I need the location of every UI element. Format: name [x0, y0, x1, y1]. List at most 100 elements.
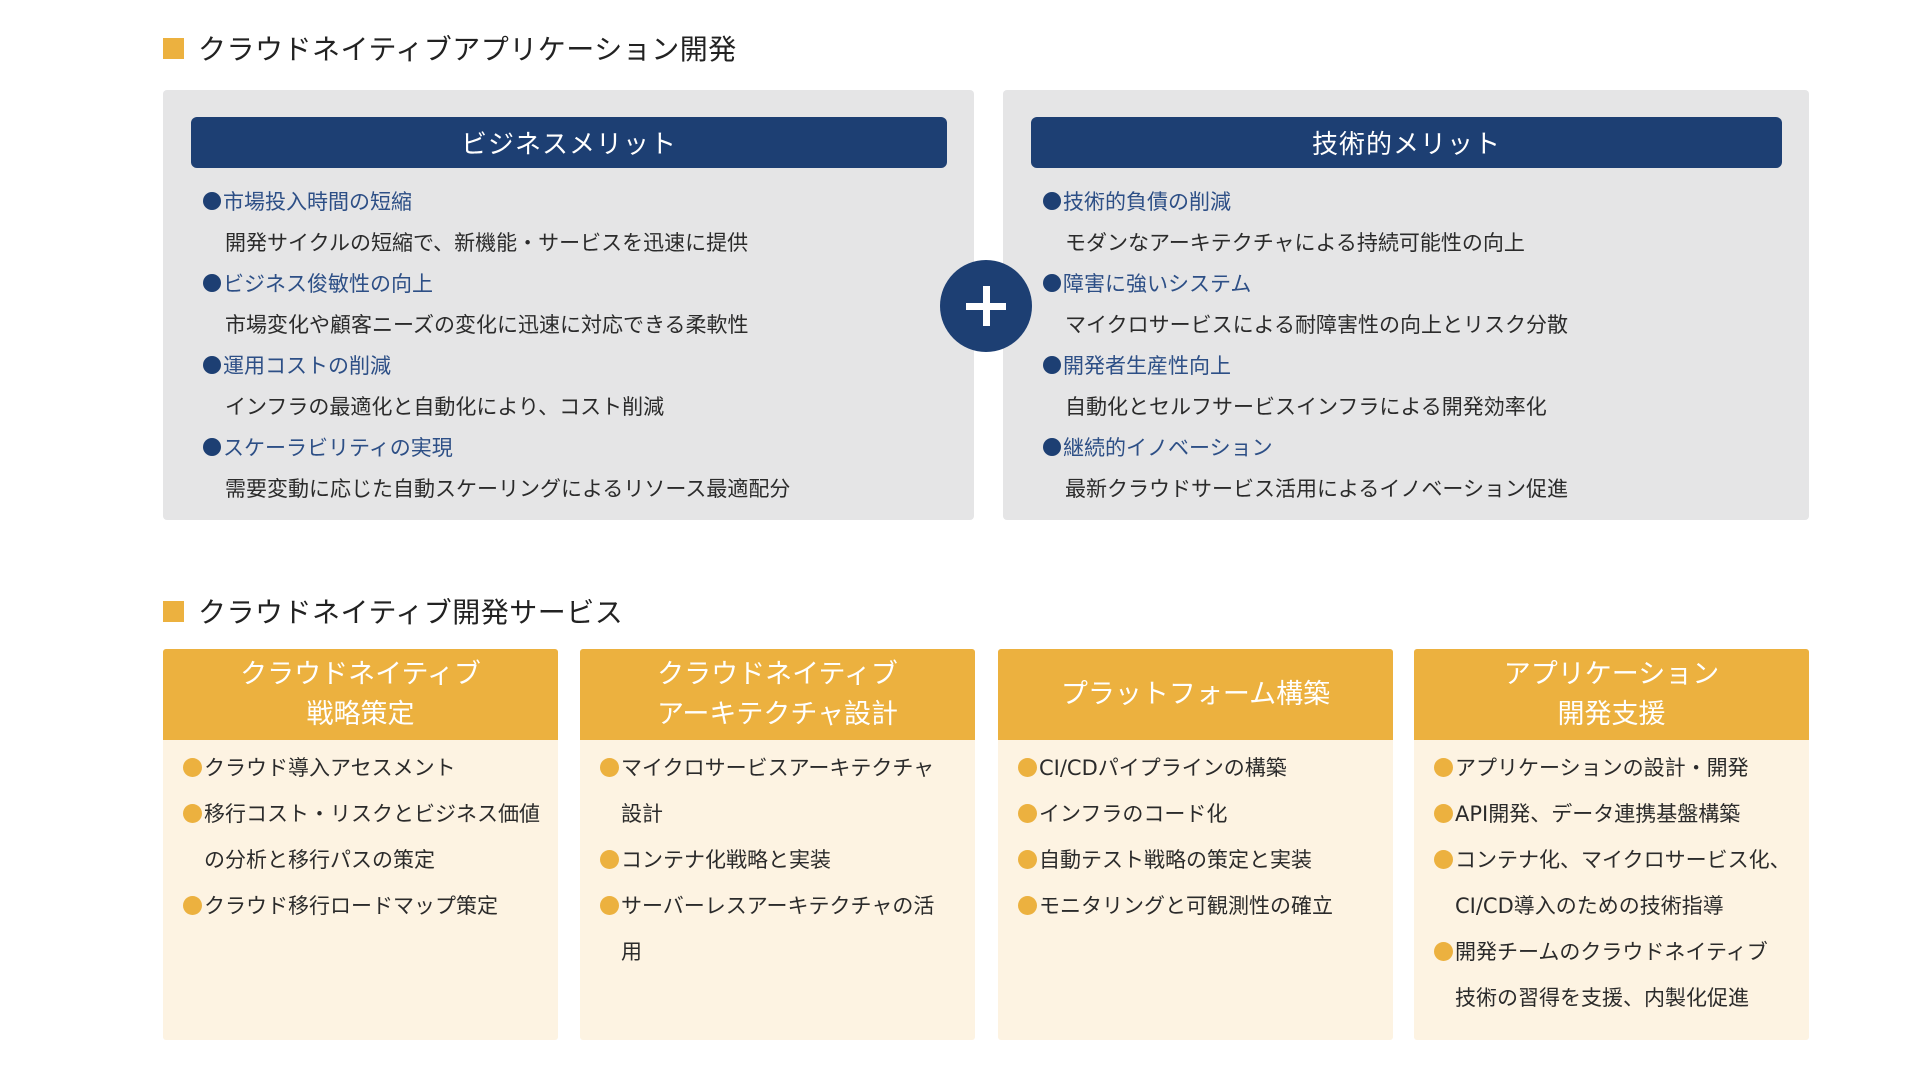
- bullet-dot-icon: [1434, 941, 1453, 961]
- merit-item-description: 最新クラウドサービス活用によるイノベーション促進: [1065, 476, 1568, 501]
- service-card-strategy: クラウドネイティブ 戦略策定 クラウド導入アセスメント 移行コスト・リスクとビジ…: [163, 649, 558, 1040]
- service-list-item: 開発チームのクラウドネイティブ: [1434, 928, 1791, 974]
- bullet-dot-icon: [183, 895, 202, 915]
- service-list-item-text: マイクロサービスアーキテクチャ: [621, 756, 935, 780]
- section-title-text: クラウドネイティブアプリケーション開発: [198, 33, 737, 66]
- bullet-dot-icon: [1018, 803, 1037, 823]
- merit-item-heading: スケーラビリティの実現: [203, 426, 954, 467]
- service-card-platform: プラットフォーム構築 CI/CDパイプラインの構築 インフラのコード化 自動テス…: [998, 649, 1393, 1040]
- merit-item-description: 市場変化や顧客ニーズの変化に迅速に対応できる柔軟性: [225, 312, 749, 337]
- service-list-item: インフラのコード化: [1018, 790, 1375, 836]
- plus-icon: [940, 260, 1032, 352]
- merit-item-heading-text: 開発者生産性向上: [1063, 353, 1231, 378]
- service-list-item-text: クラウド移行ロードマップ策定: [204, 894, 498, 918]
- bullet-dot-icon: [1043, 191, 1061, 210]
- service-card-title-line: 戦略策定: [306, 698, 415, 730]
- service-list-item-text: の分析と移行パスの策定: [204, 848, 435, 872]
- service-list-item-text: 設計: [621, 802, 663, 826]
- bullet-dot-icon: [183, 757, 202, 777]
- merit-item-description: インフラの最適化と自動化により、コスト削減: [225, 394, 665, 419]
- merit-item-heading-text: 継続的イノベーション: [1063, 435, 1273, 460]
- technical-merit-panel: 技術的メリット 技術的負債の削減 モダンなアーキテクチャによる持続可能性の向上 …: [1003, 90, 1809, 520]
- orange-square-icon: [163, 600, 184, 622]
- service-list-item-continuation: 技術の習得を支援、内製化促進: [1434, 974, 1791, 1020]
- service-list-item: アプリケーションの設計・開発: [1434, 744, 1791, 790]
- service-list-item: 移行コスト・リスクとビジネス価値: [183, 790, 540, 836]
- service-list-item-text: 用: [621, 940, 642, 964]
- bullet-dot-icon: [203, 273, 221, 292]
- service-list-item: クラウド移行ロードマップ策定: [183, 882, 540, 928]
- service-list-item: 自動テスト戦略の策定と実装: [1018, 836, 1375, 882]
- service-list-item-text: モニタリングと可観測性の確立: [1039, 894, 1333, 918]
- service-list-item-text: CI/CD導入のための技術指導: [1455, 894, 1724, 918]
- service-card-header: クラウドネイティブ アーキテクチャ設計: [580, 649, 975, 740]
- merit-item-heading-text: 技術的負債の削減: [1063, 189, 1231, 214]
- service-list-item: モニタリングと可観測性の確立: [1018, 882, 1375, 928]
- section-title-services: クラウドネイティブ開発サービス: [163, 593, 623, 629]
- service-card-body: クラウド導入アセスメント 移行コスト・リスクとビジネス価値 の分析と移行パスの策…: [163, 740, 558, 928]
- merit-item-heading: 障害に強いシステム: [1043, 262, 1789, 303]
- service-list-item: コンテナ化、マイクロサービス化、: [1434, 836, 1791, 882]
- technical-merit-list: 技術的負債の削減 モダンなアーキテクチャによる持続可能性の向上 障害に強いシステ…: [1043, 180, 1789, 508]
- merit-item-description: 需要変動に応じた自動スケーリングによるリソース最適配分: [225, 476, 791, 501]
- technical-merit-header: 技術的メリット: [1031, 117, 1782, 168]
- service-list-item-text: クラウド導入アセスメント: [204, 756, 456, 780]
- service-card-title-line: クラウドネイティブ: [657, 658, 898, 690]
- service-list-item-text: API開発、データ連携基盤構築: [1455, 802, 1741, 826]
- merit-item-heading: 継続的イノベーション: [1043, 426, 1789, 467]
- service-list-item-text: インフラのコード化: [1039, 802, 1228, 826]
- bullet-dot-icon: [1018, 849, 1037, 869]
- service-list-item-continuation: 設計: [600, 790, 957, 836]
- service-list-item-text: サーバーレスアーキテクチャの活: [621, 894, 935, 918]
- bullet-dot-icon: [600, 757, 619, 777]
- service-list-item-continuation: 用: [600, 928, 957, 974]
- service-card-body: マイクロサービスアーキテクチャ 設計 コンテナ化戦略と実装 サーバーレスアーキテ…: [580, 740, 975, 974]
- service-list-item-text: 技術の習得を支援、内製化促進: [1455, 986, 1749, 1010]
- service-card-architecture: クラウドネイティブ アーキテクチャ設計 マイクロサービスアーキテクチャ 設計 コ…: [580, 649, 975, 1040]
- service-card-title-line: アーキテクチャ設計: [656, 698, 899, 730]
- service-list-item: サーバーレスアーキテクチャの活: [600, 882, 957, 928]
- service-card-app-dev-support: アプリケーション 開発支援 アプリケーションの設計・開発 API開発、データ連携…: [1414, 649, 1809, 1040]
- service-list-item-continuation: の分析と移行パスの策定: [183, 836, 540, 882]
- merit-item-heading: 運用コストの削減: [203, 344, 954, 385]
- section-title-text: クラウドネイティブ開発サービス: [198, 596, 624, 629]
- merit-item-description: モダンなアーキテクチャによる持続可能性の向上: [1065, 230, 1525, 255]
- service-list-item-continuation: CI/CD導入のための技術指導: [1434, 882, 1791, 928]
- merit-item-heading: 市場投入時間の短縮: [203, 180, 954, 221]
- merit-item-heading-text: 障害に強いシステム: [1063, 271, 1252, 296]
- business-merit-list: 市場投入時間の短縮 開発サイクルの短縮で、新機能・サービスを迅速に提供 ビジネス…: [203, 180, 954, 508]
- service-card-header: プラットフォーム構築: [998, 649, 1393, 740]
- merit-item-heading-text: 市場投入時間の短縮: [223, 189, 412, 214]
- merit-item-heading-text: ビジネス俊敏性の向上: [223, 271, 433, 296]
- service-card-body: CI/CDパイプラインの構築 インフラのコード化 自動テスト戦略の策定と実装 モ…: [998, 740, 1393, 928]
- service-card-title-line: 開発支援: [1557, 698, 1666, 730]
- merit-item-description: 開発サイクルの短縮で、新機能・サービスを迅速に提供: [225, 230, 749, 255]
- bullet-dot-icon: [183, 803, 202, 823]
- bullet-dot-icon: [600, 895, 619, 915]
- service-list-item: API開発、データ連携基盤構築: [1434, 790, 1791, 836]
- orange-square-icon: [163, 37, 184, 59]
- section-title-overview: クラウドネイティブアプリケーション開発: [163, 30, 737, 66]
- service-list-item: クラウド導入アセスメント: [183, 744, 540, 790]
- service-list-item: CI/CDパイプラインの構築: [1018, 744, 1375, 790]
- business-merit-panel: ビジネスメリット 市場投入時間の短縮 開発サイクルの短縮で、新機能・サービスを迅…: [163, 90, 974, 520]
- bullet-dot-icon: [1018, 895, 1037, 915]
- bullet-dot-icon: [203, 437, 221, 456]
- merit-item-description: マイクロサービスによる耐障害性の向上とリスク分散: [1065, 312, 1568, 337]
- plus-icon-vertical: [982, 286, 990, 326]
- business-merit-header: ビジネスメリット: [191, 117, 947, 168]
- merit-item-description: 自動化とセルフサービスインフラによる開発効率化: [1065, 394, 1547, 419]
- merit-item-heading: ビジネス俊敏性の向上: [203, 262, 954, 303]
- merit-item-heading-text: スケーラビリティの実現: [223, 435, 453, 460]
- bullet-dot-icon: [1043, 437, 1061, 456]
- bullet-dot-icon: [600, 849, 619, 869]
- bullet-dot-icon: [1043, 273, 1061, 292]
- service-card-title-line: アプリケーション: [1503, 658, 1720, 690]
- bullet-dot-icon: [203, 355, 221, 374]
- service-card-body: アプリケーションの設計・開発 API開発、データ連携基盤構築 コンテナ化、マイク…: [1414, 740, 1809, 1020]
- service-card-title-line: クラウドネイティブ: [240, 658, 481, 690]
- service-list-item-text: アプリケーションの設計・開発: [1455, 756, 1749, 780]
- service-list-item-text: コンテナ化、マイクロサービス化、: [1455, 848, 1791, 872]
- service-list-item: マイクロサービスアーキテクチャ: [600, 744, 957, 790]
- bullet-dot-icon: [1043, 355, 1061, 374]
